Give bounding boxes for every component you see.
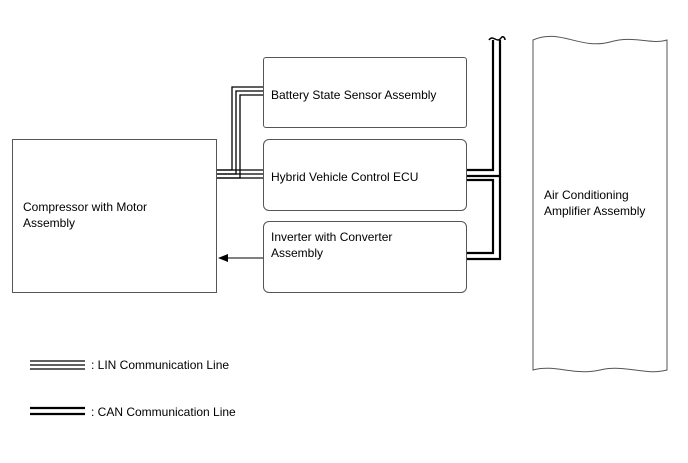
legend-lin-label: : LIN Communication Line bbox=[91, 358, 230, 372]
hybrid-ecu-label: Hybrid Vehicle Control ECU bbox=[271, 170, 419, 184]
hybrid-ecu-box bbox=[263, 139, 467, 211]
ac-amplifier-label: Air Conditioning Amplifier Assembly bbox=[544, 188, 646, 218]
lin-line-compressor-battery bbox=[216, 86, 263, 179]
compressor-label: Compressor with Motor Assembly bbox=[23, 200, 148, 230]
compressor-box bbox=[12, 139, 217, 293]
inverter-box bbox=[263, 221, 467, 293]
battery-sensor-label: Battery State Sensor Assembly bbox=[271, 88, 437, 102]
can-line-break-mark bbox=[488, 36, 506, 41]
can-line-bus bbox=[466, 40, 502, 261]
lin-line-compressor-ecu bbox=[216, 169, 263, 179]
legend-can-line bbox=[30, 406, 85, 416]
battery-sensor-box bbox=[263, 57, 467, 128]
ac-amplifier-shape bbox=[532, 35, 668, 373]
legend-lin-line bbox=[30, 360, 85, 370]
legend-can-label: : CAN Communication Line bbox=[91, 405, 236, 419]
inverter-label: Inverter with Converter Assembly bbox=[271, 230, 393, 260]
arrow-head bbox=[218, 254, 228, 262]
